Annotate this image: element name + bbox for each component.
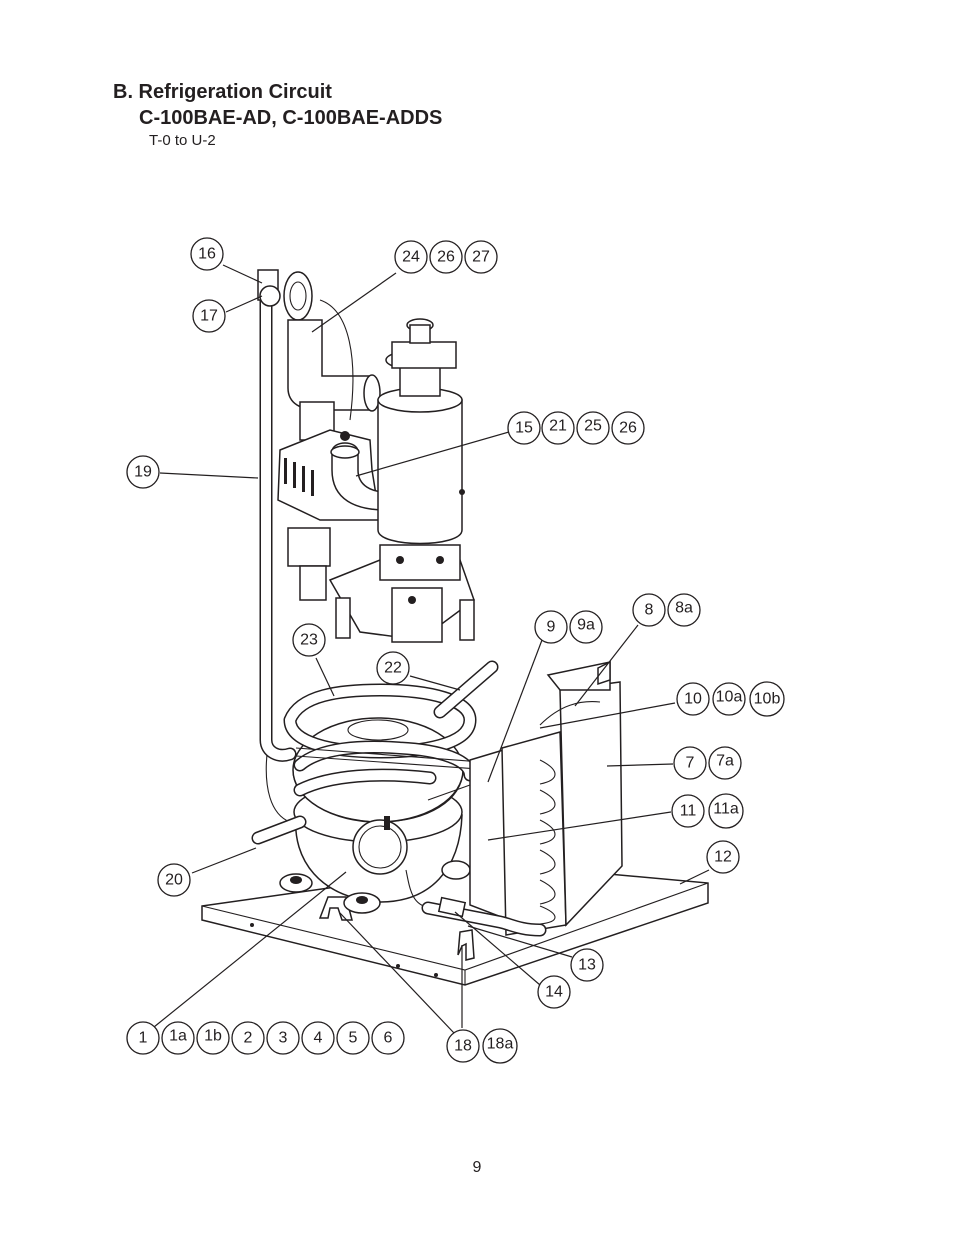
callout-11: 11 (671, 794, 705, 828)
model-title: C-100BAE-AD, C-100BAE-ADDS (139, 107, 443, 129)
callout-9a: 9a (569, 610, 603, 644)
svg-text:8a: 8a (675, 600, 693, 617)
tube-19 (257, 269, 297, 762)
leader-lines (153, 264, 710, 1034)
svg-text:19: 19 (134, 464, 152, 481)
callout-26-b: 26 (611, 411, 645, 445)
callout-6: 6 (371, 1021, 405, 1055)
svg-text:12: 12 (714, 849, 732, 866)
svg-text:9: 9 (547, 619, 556, 636)
callout-2: 2 (231, 1021, 265, 1055)
svg-text:18a: 18a (487, 1036, 514, 1053)
callout-18: 18 (446, 1029, 480, 1063)
callout-12: 12 (706, 840, 740, 874)
fan-shroud (539, 660, 623, 927)
pump-base (328, 544, 475, 643)
callout-9: 9 (534, 610, 568, 644)
callout-21: 21 (541, 411, 575, 445)
svg-text:21: 21 (549, 418, 567, 435)
callout-13: 13 (570, 948, 604, 982)
svg-text:26: 26 (619, 420, 637, 437)
svg-text:5: 5 (349, 1030, 358, 1047)
callout-1b: 1b (196, 1021, 230, 1055)
svg-text:11: 11 (680, 803, 697, 820)
callout-19: 19 (126, 455, 160, 489)
callout-26: 26 (429, 240, 463, 274)
svg-text:14: 14 (545, 984, 563, 1001)
section-title: B. Refrigeration Circuit (113, 81, 332, 103)
svg-text:1b: 1b (204, 1028, 222, 1045)
condenser-coil (469, 731, 567, 936)
svg-text:24: 24 (402, 249, 420, 266)
svg-text:8: 8 (645, 602, 654, 619)
svg-text:25: 25 (584, 418, 602, 435)
callout-25: 25 (576, 411, 610, 445)
svg-text:7: 7 (686, 755, 695, 772)
heading-block: B. Refrigeration Circuit C-100BAE-AD, C-… (113, 80, 442, 150)
callout-10: 10 (676, 682, 710, 716)
svg-text:26: 26 (437, 249, 455, 266)
callout-18a: 18a (482, 1028, 518, 1064)
upper-tubing-and-valve (283, 271, 381, 441)
svg-text:3: 3 (279, 1030, 288, 1047)
callout-1: 1 (126, 1021, 160, 1055)
svg-text:10b: 10b (754, 691, 781, 708)
svg-text:6: 6 (384, 1030, 393, 1047)
side-tubing (251, 815, 307, 845)
svg-text:20: 20 (165, 872, 183, 889)
callout-3: 3 (266, 1021, 300, 1055)
callout-16: 16 (190, 237, 224, 271)
callout-5: 5 (336, 1021, 370, 1055)
svg-text:11a: 11a (713, 801, 739, 818)
svg-text:22: 22 (384, 660, 402, 677)
callout-8a: 8a (667, 593, 701, 627)
callout-1a: 1a (161, 1021, 195, 1055)
svg-text:15: 15 (515, 420, 533, 437)
callout-7a: 7a (708, 746, 742, 780)
svg-text:23: 23 (300, 632, 318, 649)
svg-text:18: 18 (454, 1038, 472, 1055)
drier (421, 896, 547, 937)
svg-text:16: 16 (198, 246, 216, 263)
callout-17: 17 (192, 299, 226, 333)
svg-text:1: 1 (139, 1030, 148, 1047)
svg-text:7a: 7a (716, 753, 734, 770)
callout-15: 15 (507, 411, 541, 445)
svg-text:4: 4 (314, 1030, 323, 1047)
callout-8: 8 (632, 593, 666, 627)
callout-24: 24 (394, 240, 428, 274)
base-plate (201, 863, 709, 986)
svg-text:10: 10 (684, 691, 702, 708)
svg-text:13: 13 (578, 957, 596, 974)
callout-14: 14 (537, 975, 571, 1009)
callout-10a: 10a (712, 682, 746, 716)
pump-motor-housing (277, 429, 387, 601)
svg-text:17: 17 (200, 308, 218, 325)
callout-20: 20 (157, 863, 191, 897)
callout-10b: 10b (749, 681, 785, 717)
svg-text:27: 27 (472, 249, 490, 266)
callout-27: 27 (464, 240, 498, 274)
svg-text:1a: 1a (169, 1028, 187, 1045)
svg-text:10a: 10a (716, 689, 743, 706)
callout-7: 7 (673, 746, 707, 780)
svg-text:2: 2 (244, 1030, 253, 1047)
svg-text:9a: 9a (577, 617, 595, 634)
serial-range: T-0 to U-2 (149, 132, 216, 149)
callout-4: 4 (301, 1021, 335, 1055)
callout-23: 23 (292, 623, 326, 657)
page-number: 9 (472, 1159, 482, 1176)
accumulator-cylinder (377, 318, 465, 545)
callout-22: 22 (376, 651, 410, 685)
callout-11a: 11a (708, 793, 744, 829)
